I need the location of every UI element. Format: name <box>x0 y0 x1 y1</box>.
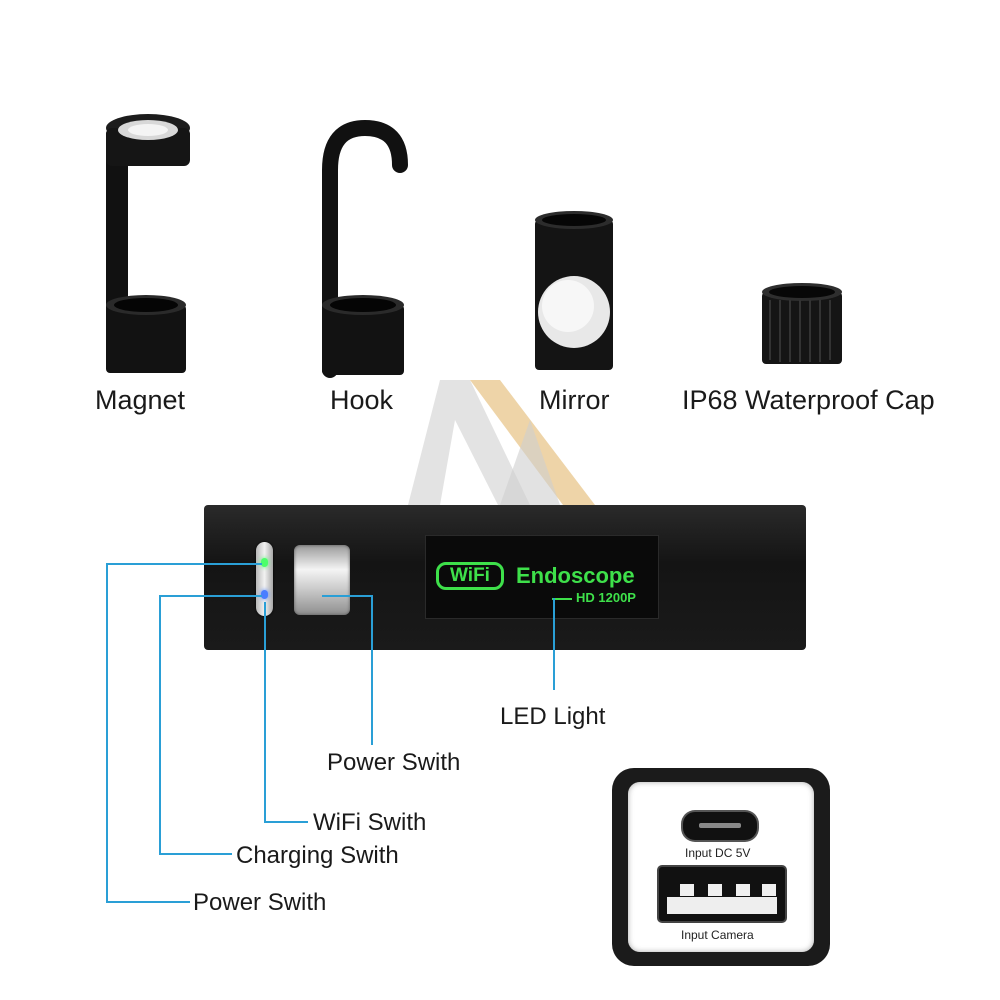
charging-switch-line <box>159 595 262 855</box>
wifi-switch-label: WiFi Swith <box>313 809 427 836</box>
usb-a-label: Input Camera <box>681 928 754 942</box>
led-light-label: LED Light <box>500 703 606 730</box>
mirror-label: Mirror <box>539 385 610 415</box>
display-panel <box>425 535 659 619</box>
power-button[interactable] <box>294 545 350 615</box>
green-led-icon <box>261 558 268 567</box>
usb-a-contact-4 <box>762 884 776 896</box>
usb-a-tongue <box>667 897 777 914</box>
micro-usb-slot <box>699 823 741 828</box>
usb-a-contact-3 <box>736 884 750 896</box>
power-indicator-line <box>106 563 262 903</box>
magnet-label: Magnet <box>95 385 186 415</box>
resolution-dash <box>552 598 572 600</box>
wifi-badge-text: WiFi <box>450 565 490 586</box>
micro-usb-label: Input DC 5V <box>685 846 751 860</box>
usb-a-contact-1 <box>680 884 694 896</box>
usb-a-contact-2 <box>708 884 722 896</box>
resolution-text: HD 1200P <box>576 590 636 605</box>
blue-led-icon <box>261 590 268 599</box>
power-switch-indicator-label: Power Swith <box>193 889 327 916</box>
indicator-led-strip <box>256 542 273 616</box>
charging-switch-label: Charging Swith <box>236 842 399 869</box>
power-switch-button-label: Power Swith <box>327 749 461 776</box>
power-button-line <box>322 595 373 745</box>
wifi-switch-line <box>264 602 308 823</box>
hook-label: Hook <box>330 385 394 415</box>
wifi-badge: WiFi <box>436 562 504 590</box>
brand-text: Endoscope <box>516 563 635 588</box>
cap-label: IP68 Waterproof Cap <box>682 385 935 415</box>
